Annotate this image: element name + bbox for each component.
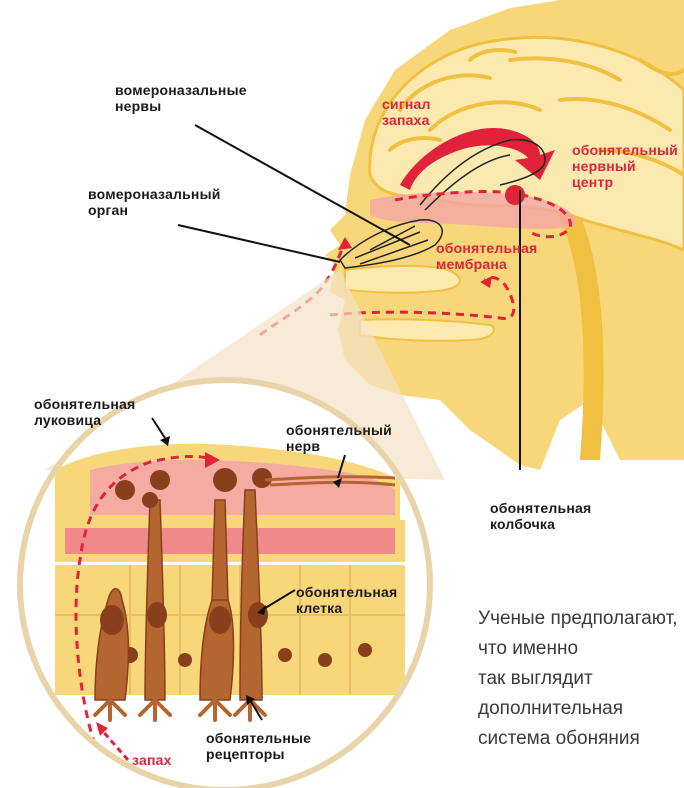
label-olfactory-receptors: обонятельные рецепторы — [206, 730, 311, 762]
label-vomeronasal-organ: вомероназальный орган — [88, 186, 221, 218]
label-olfactory-nerve: обонятельный нерв — [286, 422, 392, 454]
label-smell: запах — [132, 752, 172, 768]
label-vomeronasal-nerves: вомероназальные нервы — [115, 82, 247, 114]
label-olfactory-membrane: обонятельная мембрана — [436, 240, 537, 272]
label-olfactory-bulb-small: обонятельная колбочка — [490, 500, 591, 532]
label-smell-signal: сигнал запаха — [382, 96, 431, 128]
label-olfactory-bulb: обонятельная луковица — [34, 396, 135, 428]
label-olfactory-cell: обонятельная клетка — [296, 584, 397, 616]
label-olfactory-center: обонятельный нервный центр — [572, 142, 678, 190]
caption: Ученые предполагают, что именно так выгл… — [478, 604, 678, 754]
mouth-cavity — [360, 319, 494, 341]
